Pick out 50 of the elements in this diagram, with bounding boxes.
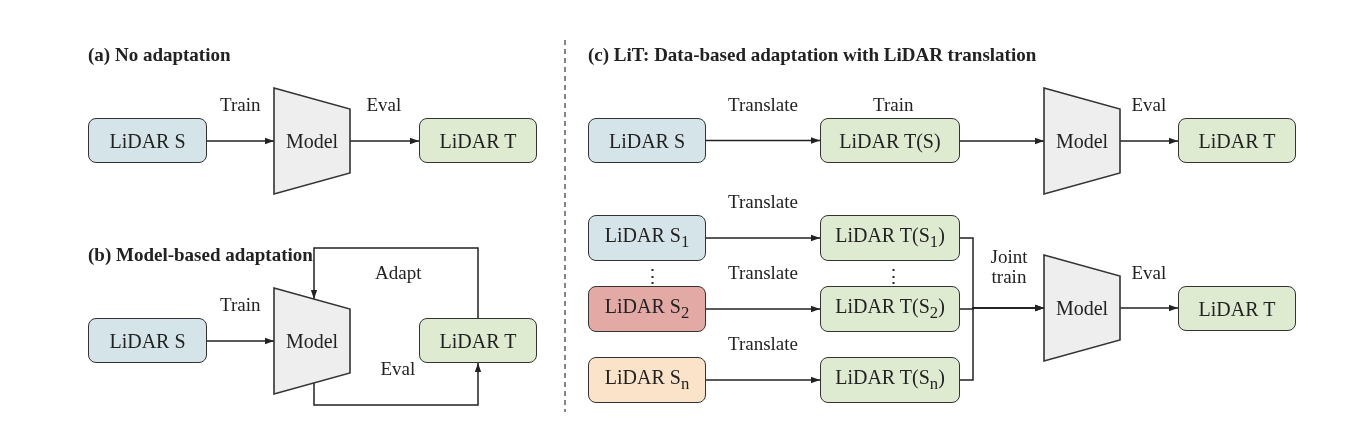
arrow (959, 137, 1045, 145)
data-box (820, 286, 960, 332)
panel-heading: (c) LiT: Data-based adaptation with LiDAR translation (588, 44, 1037, 66)
data-box (820, 118, 960, 163)
data-box (1178, 118, 1296, 163)
arrow (705, 234, 821, 242)
node-label: LiDAR S$_{2}$ (604, 296, 690, 322)
arrow (310, 247, 479, 319)
node-label: LiDAR S (608, 130, 686, 151)
data-box (820, 215, 960, 261)
data-box (588, 286, 706, 332)
arrow (705, 305, 821, 313)
data-box (88, 118, 207, 163)
arrow (705, 376, 821, 384)
arrow (705, 137, 821, 144)
node-label: Model (1055, 298, 1109, 318)
node-label: LiDAR T (1198, 298, 1276, 319)
node-label: LiDAR T(S$_{2}$) (835, 296, 945, 322)
node-label: LiDAR T (1198, 130, 1276, 151)
data-box (419, 318, 537, 363)
node-label: LiDAR T(S) (839, 130, 941, 151)
node-label: Model (1055, 131, 1109, 151)
arrow (349, 137, 420, 145)
arrow (206, 337, 275, 345)
data-box (588, 118, 706, 163)
panel-heading: (b) Model-based adaptation (88, 244, 313, 266)
data-box (419, 118, 537, 163)
arrow (1119, 304, 1179, 312)
node-label: LiDAR T (439, 130, 517, 151)
node-label: LiDAR T (439, 330, 517, 351)
panel-heading: (a) No adaptation (88, 44, 231, 66)
data-box (820, 357, 960, 403)
data-box (88, 318, 207, 363)
arrow (206, 137, 275, 145)
data-box (1178, 286, 1296, 331)
edge-label: Adapt (373, 263, 424, 283)
node-label: LiDAR S$_{1}$ (604, 225, 690, 251)
ellipsis-mark: ⋮ (884, 265, 903, 288)
node-label: LiDAR S (109, 330, 186, 351)
arrow (1119, 137, 1179, 145)
node-label: LiDAR T(S$_{n}$) (835, 367, 945, 393)
ellipsis-mark: ⋮ (643, 265, 662, 288)
node-label: LiDAR S (109, 130, 186, 151)
node-label: LiDAR S$_{n}$ (604, 367, 690, 393)
node-label: Model (285, 331, 339, 351)
node-label: Model (285, 131, 339, 151)
node-label: LiDAR T(S$_{1}$) (835, 225, 945, 251)
arrow (313, 362, 482, 406)
data-box (588, 215, 706, 261)
data-box (588, 357, 706, 403)
